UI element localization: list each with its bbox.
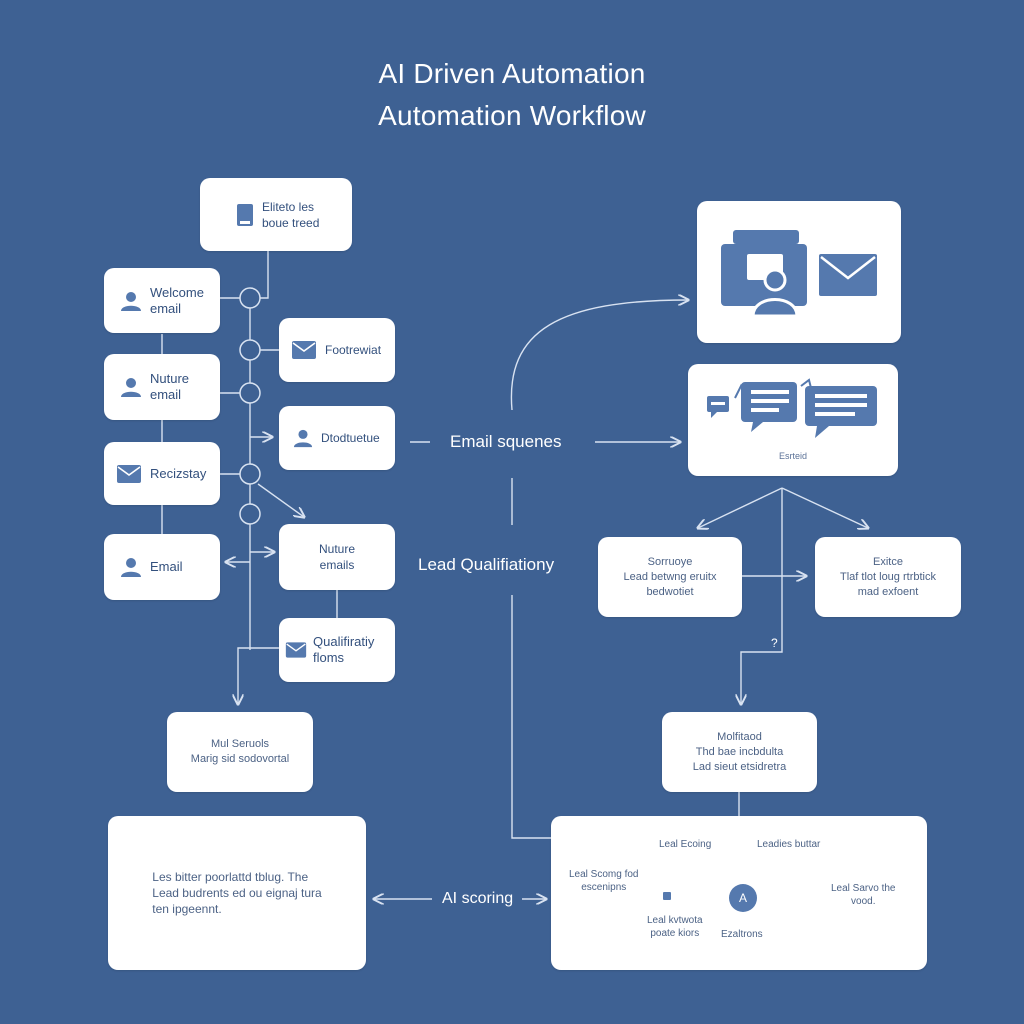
chat-card[interactable]: Esrteid: [688, 364, 898, 476]
user-icon: [120, 290, 142, 312]
node-reciztay-label: Recizstay: [150, 465, 207, 481]
ezalitrons-text: Ezaltrons: [721, 929, 763, 940]
node-middle-label: Molfitaod Thd bae incbdulta Lad sieut et…: [692, 730, 787, 773]
node-reciztay[interactable]: Recizstay: [104, 442, 220, 505]
diagram-subtitle: Automation Workflow: [378, 100, 646, 131]
node-left-branch[interactable]: Sorruoye Lead betwng eruitx bedwotiet: [598, 537, 742, 617]
summary-card-text: Les bitter poorlattd tblug. The Lead bud…: [152, 870, 322, 916]
node-welcome-email[interactable]: Welcome email: [104, 268, 220, 333]
node-email[interactable]: Email: [104, 534, 220, 600]
node-footrewiat[interactable]: Footrewiat: [279, 318, 395, 382]
lead-kvtwota-text: Leal kvtwota poate kiors: [647, 915, 703, 939]
node-welcome-email-label: Welcome email: [150, 284, 204, 316]
node-top[interactable]: Eliteto les boue treed: [200, 178, 352, 251]
user-icon: [293, 428, 313, 448]
node-nurture-email[interactable]: Nuture email: [104, 354, 220, 420]
lead-serve-text: Leal Sarvo the vood.: [831, 883, 896, 907]
node-qualifiratiy-label: Qualifiratiy floms: [313, 634, 375, 665]
lead-qualification-label: Lead Qualifiationy: [418, 555, 555, 574]
scoring-hub-letter: A: [738, 891, 747, 905]
node-mul-seruols[interactable]: Mul Seruols Marig sid sodovortal: [167, 712, 313, 792]
summary-card[interactable]: Les bitter poorlattd tblug. The Lead bud…: [108, 816, 366, 970]
node-right-branch[interactable]: Exitce Tlaf tlot loug rtrbtick mad exfoe…: [815, 537, 961, 617]
user-icon: [120, 556, 142, 578]
leadies-buttar-text: Leadies buttar: [757, 839, 821, 850]
envelope-icon: [116, 464, 142, 484]
lead-scomg-text: Leal Scomg fod escenipns: [569, 869, 639, 893]
email-sequences-label: Email squenes: [450, 432, 562, 451]
chat-bubbles-icon: [705, 376, 881, 444]
lead-scoring-text: Leal Ecoing: [659, 839, 712, 850]
diagram-title: AI Driven Automation: [378, 58, 646, 89]
chat-card-caption: Esrteid: [778, 451, 807, 461]
node-nuture-emails[interactable]: Nuture emails: [279, 524, 395, 590]
node-email-label: Email: [150, 559, 183, 574]
document-icon: [236, 203, 254, 227]
node-middle[interactable]: Molfitaod Thd bae incbdulta Lad sieut et…: [662, 712, 817, 792]
node-left-branch-label: Sorruoye Lead betwng eruitx bedwotiet: [623, 555, 717, 598]
scoring-panel[interactable]: Leal Ecoing Leadies buttar Leal Scomg fo…: [551, 816, 927, 970]
node-nuture-emails-label: Nuture emails: [318, 542, 356, 572]
node-right-branch-label: Exitce Tlaf tlot loug rtrbtick mad exfoe…: [840, 555, 936, 598]
node-top-label: Eliteto les boue treed: [262, 199, 320, 230]
monitor-card[interactable]: [697, 201, 901, 343]
node-nurture-email-label: Nuture email: [150, 371, 190, 402]
node-mul-seruols-label: Mul Seruols Marig sid sodovortal: [190, 738, 290, 765]
question-mark-label: ?: [771, 636, 778, 650]
monitor-user-icon: [717, 220, 881, 324]
scoring-node-dot: [663, 892, 671, 900]
node-footrewiat-label: Footrewiat: [325, 343, 382, 357]
node-qualifiratiy[interactable]: Qualifiratiy floms: [279, 618, 395, 682]
ai-scoring-label: AI scoring: [442, 890, 514, 907]
envelope-icon: [291, 340, 317, 360]
envelope-icon: [285, 641, 307, 659]
node-dtodtuetue[interactable]: Dtodtuetue: [279, 406, 395, 470]
scoring-hub-icon: A: [729, 884, 757, 912]
user-icon: [120, 376, 142, 398]
node-dtodtuetue-label: Dtodtuetue: [321, 431, 380, 445]
